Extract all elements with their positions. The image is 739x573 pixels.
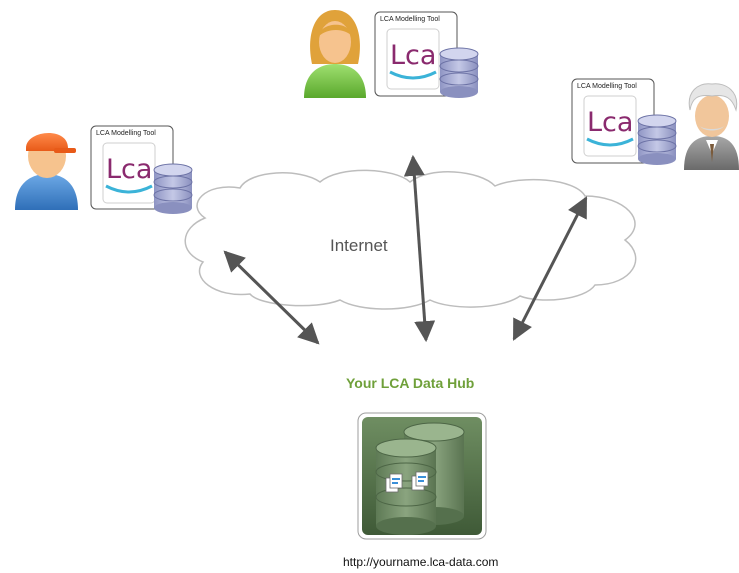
user-right xyxy=(684,83,739,170)
arrow-right-user-hub xyxy=(512,196,588,341)
lca-logo: Lca xyxy=(102,142,156,204)
user-professor-icon xyxy=(684,83,739,170)
tool-caption: LCA Modelling Tool xyxy=(380,16,440,23)
lca-logo-text: Lca xyxy=(587,107,633,138)
cloud-label: Internet xyxy=(330,236,388,255)
internet-cloud: Internet xyxy=(184,169,637,310)
lca-logo: Lca xyxy=(386,28,440,90)
database-icon xyxy=(439,47,479,98)
tool-card-left: LCA Modelling Tool Lca xyxy=(90,125,193,214)
arrow-top-user-hub xyxy=(403,154,436,343)
user-top xyxy=(304,10,366,98)
user-left xyxy=(15,132,78,210)
lca-logo-text: Lca xyxy=(390,40,436,71)
user-orange-cap-icon xyxy=(15,132,78,210)
hub-url: http://yourname.lca-data.com xyxy=(343,555,498,569)
tool-card-right: LCA Modelling Tool Lca xyxy=(571,78,677,165)
lca-logo-text: Lca xyxy=(106,154,152,185)
tool-card-top: LCA Modelling Tool Lca xyxy=(374,11,479,98)
connection-arrows xyxy=(223,154,588,345)
tool-caption: LCA Modelling Tool xyxy=(96,130,156,137)
database-icon xyxy=(637,114,677,165)
hub-title: Your LCA Data Hub xyxy=(346,375,474,391)
document-stack-icon xyxy=(385,473,403,493)
database-icon xyxy=(153,163,193,214)
user-woman-icon xyxy=(304,10,366,98)
arrow-left-user-hub xyxy=(223,250,320,345)
hub-box xyxy=(357,412,487,540)
lca-logo: Lca xyxy=(583,95,637,157)
hub-database-icon xyxy=(375,422,465,535)
tool-caption: LCA Modelling Tool xyxy=(577,83,637,90)
data-hub: Your LCA Data Hub xyxy=(343,375,498,569)
document-stack-icon xyxy=(411,471,429,491)
